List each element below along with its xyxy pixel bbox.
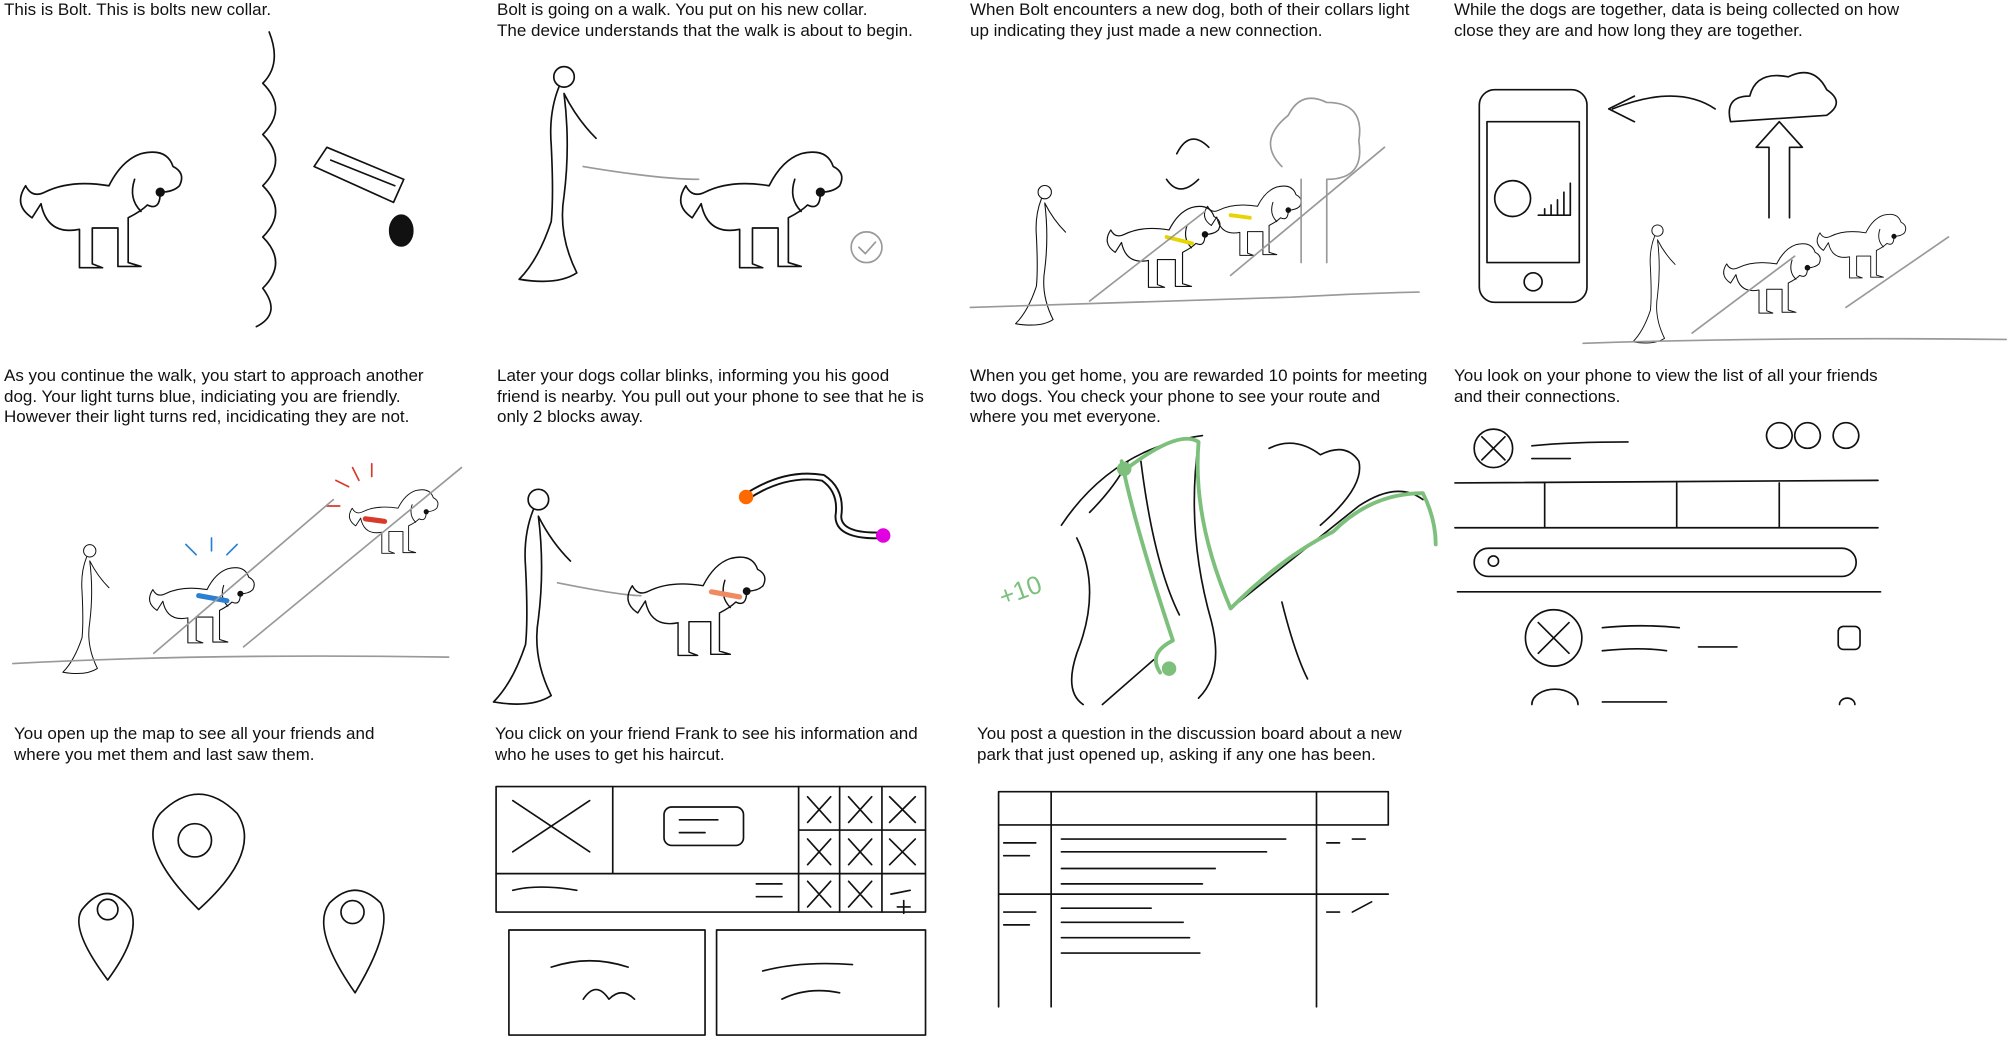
caption-line: This is Bolt. This is bolts new collar. — [4, 0, 272, 19]
caption-line: When Bolt encounters a new dog, both of … — [970, 0, 1410, 19]
friend-icons — [1765, 421, 1860, 450]
caption-line: You open up the map to see all your frie… — [14, 724, 375, 743]
caption-line: However their light turns red, incidicat… — [4, 407, 410, 426]
panel-8-sketch — [1454, 421, 1882, 706]
bolt-dog-drawing — [19, 151, 183, 269]
barber-card — [715, 929, 927, 1036]
caption-line: When you get home, you are rewarded 10 p… — [970, 366, 1428, 385]
bolt-dog-drawing — [627, 556, 766, 657]
search-bar — [1473, 547, 1858, 578]
caption-line: where you met everyone. — [970, 407, 1161, 426]
caption-line: where you met them and last saw them. — [14, 744, 315, 764]
caption-line: close they are and how long they are tog… — [1454, 20, 1803, 40]
panel-3-sketch — [969, 97, 1420, 326]
blinking-collar — [708, 589, 743, 600]
start-marker — [738, 489, 754, 505]
pie-chart-icon — [1493, 179, 1532, 218]
map-pin-icon — [78, 892, 134, 981]
search-icon — [1487, 555, 1500, 568]
map-streets — [1060, 434, 1424, 706]
caption-line: dog. Your light turns blue, indiciating … — [4, 386, 401, 406]
panel-11-sketch — [997, 790, 1390, 1008]
caption-panel-2: Bolt is going on a walk. You put on his … — [497, 0, 913, 41]
caption-line: only 2 blocks away. — [497, 407, 644, 426]
caption-panel-7: When you get home, you are rewarded 10 p… — [970, 366, 1427, 428]
other-dog-drawing — [348, 489, 439, 554]
panel-5-sketch — [11, 462, 463, 675]
caption-panel-6: Later your dogs collar blinks, informing… — [497, 366, 924, 428]
walk-route — [1119, 436, 1438, 675]
panel-7-sketch: +10 — [995, 434, 1438, 706]
arrow-left-icon — [1607, 95, 1716, 123]
map-pin-icon — [152, 793, 246, 911]
collar-drawing — [313, 146, 414, 247]
map-pin-icon — [322, 889, 385, 994]
divider-zigzag — [255, 31, 277, 328]
panel-1-sketch — [19, 31, 414, 328]
path-lines — [969, 146, 1420, 309]
panel-2-sketch — [518, 65, 883, 283]
panel-4-sketch — [1478, 71, 2007, 345]
caption-line: two dogs. You check your phone to see yo… — [970, 386, 1381, 406]
photo-placeholder — [511, 799, 591, 853]
caption-line: friend is nearby. You pull out your phon… — [497, 386, 924, 406]
owner-drawing — [1632, 224, 1676, 344]
info-card — [508, 929, 706, 1036]
phone-drawing — [1478, 88, 1588, 304]
caption-panel-5: As you continue the walk, you start to a… — [4, 366, 424, 428]
red-light — [362, 516, 388, 524]
caption-panel-9: You open up the map to see all your frie… — [14, 724, 374, 765]
owner-drawing — [518, 65, 597, 283]
caption-panel-1: This is Bolt. This is bolts new collar. — [4, 0, 271, 21]
bar-chart-icon — [1537, 182, 1572, 217]
leash — [582, 165, 700, 181]
bolt-dog-drawing — [1723, 243, 1821, 314]
tab-bar — [1454, 479, 1879, 529]
avatar-placeholder — [1473, 428, 1514, 469]
caption-line: As you continue the walk, you start to a… — [4, 366, 424, 385]
points-label: +10 — [995, 571, 1045, 612]
profile-wireframe — [495, 785, 927, 913]
caption-line: You look on your phone to view the list … — [1454, 366, 1878, 385]
caption-panel-10: You click on your friend Frank to see hi… — [495, 724, 918, 765]
caption-line: You click on your friend Frank to see hi… — [495, 724, 918, 743]
friend-dog-drawing — [1816, 213, 1907, 279]
friend-avatar — [1524, 608, 1583, 667]
red-signal-icon — [326, 462, 373, 507]
caption-line: While the dogs are together, data is bei… — [1454, 0, 1900, 19]
caption-line: Later your dogs collar blinks, informing… — [497, 366, 890, 385]
caption-line: The device understands that the walk is … — [497, 20, 913, 40]
bolt-dog-drawing — [148, 567, 255, 644]
caption-line: up indicating they just made a new conne… — [970, 20, 1323, 40]
caption-line: You post a question in the discussion bo… — [977, 724, 1402, 743]
arrow-up-icon — [1755, 120, 1804, 219]
owner-drawing — [492, 488, 572, 705]
tree-drawing — [1269, 97, 1361, 264]
owner-drawing — [62, 544, 110, 675]
caption-panel-11: You post a question in the discussion bo… — [977, 724, 1402, 765]
check-icon — [850, 231, 883, 264]
caption-panel-8: You look on your phone to view the list … — [1454, 366, 1878, 407]
blue-signal-icon — [185, 537, 238, 556]
caption-line: Bolt is going on a walk. You put on his … — [497, 0, 868, 19]
caption-line: park that just opened up, asking if any … — [977, 744, 1376, 764]
collar-light — [1228, 213, 1252, 220]
cloud-icon — [1728, 71, 1838, 123]
bolt-dog-drawing — [679, 151, 843, 269]
panel-10-sketch — [495, 785, 927, 1036]
caption-panel-4: While the dogs are together, data is bei… — [1454, 0, 1899, 41]
caption-panel-3: When Bolt encounters a new dog, both of … — [970, 0, 1409, 41]
caption-line: and their connections. — [1454, 386, 1621, 406]
panel-9-sketch — [78, 793, 385, 994]
discussion-board-table — [997, 790, 1390, 1008]
friend-marker — [875, 528, 891, 543]
sync-arrows-icon — [1165, 138, 1210, 190]
caption-line: who he uses to get his haircut. — [495, 744, 725, 764]
blue-light — [196, 593, 230, 604]
panel-6-sketch — [492, 472, 891, 705]
